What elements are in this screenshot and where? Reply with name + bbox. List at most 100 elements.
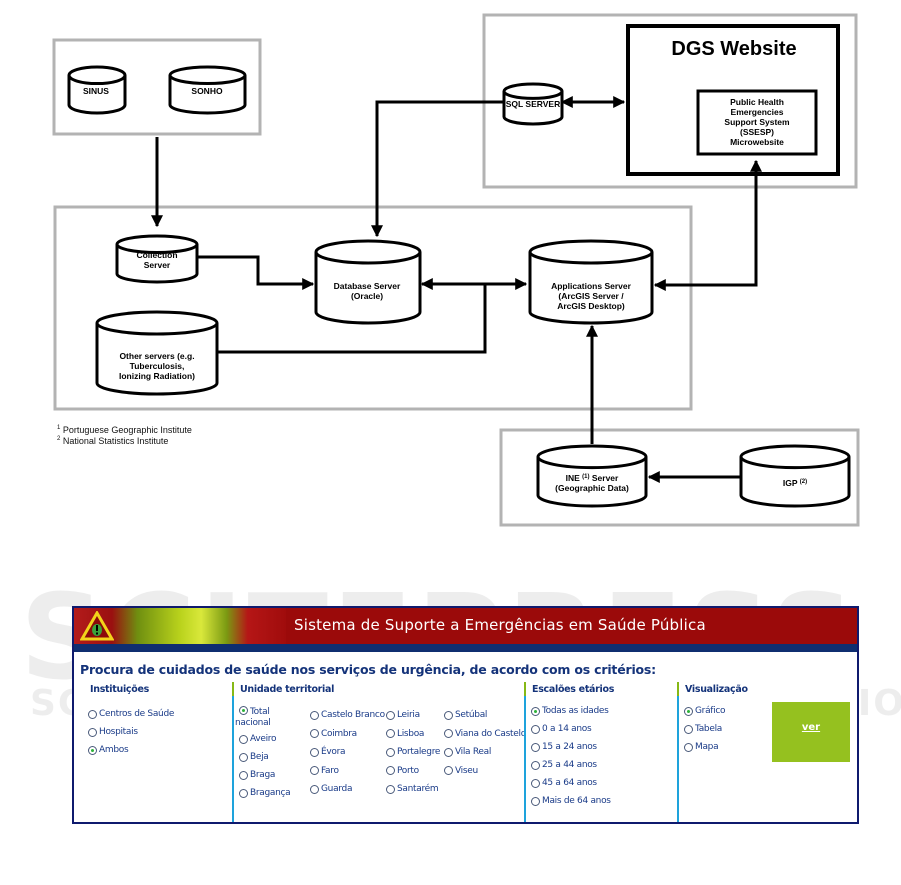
radio-district[interactable]: Faro xyxy=(310,766,339,776)
column-divider xyxy=(524,682,526,822)
radio-button[interactable] xyxy=(444,729,453,738)
app-title: Sistema de Suporte a Emergências em Saúd… xyxy=(294,616,706,634)
radio-button[interactable] xyxy=(531,760,540,770)
radio-age-group[interactable]: Mais de 64 anos xyxy=(531,796,611,806)
radio-button[interactable] xyxy=(239,706,248,715)
warning-icon xyxy=(80,611,114,641)
radio-district[interactable]: Viseu xyxy=(444,766,478,776)
radio-button[interactable] xyxy=(531,778,540,788)
radio-district[interactable]: Évora xyxy=(310,747,346,757)
other-servers-label: Ionizing Radiation) xyxy=(119,371,195,381)
applications-server-label: ArcGIS Desktop) xyxy=(557,301,625,311)
unidade-territorial-section: Unidade territorial Total nacional Aveir… xyxy=(232,682,526,822)
search-criteria-title: Procura de cuidados de saúde nos serviço… xyxy=(80,662,656,677)
igp-label: IGP (2) xyxy=(783,478,807,488)
radio-button[interactable] xyxy=(684,724,693,734)
other-servers-cylinder xyxy=(95,310,219,396)
radio-district[interactable]: Leiria xyxy=(386,710,420,720)
applications-server-cylinder xyxy=(528,239,654,325)
radio-total-nacional[interactable]: Total nacional xyxy=(235,706,271,728)
radio-button[interactable] xyxy=(444,747,453,757)
other-servers-label: Tuberculosis, xyxy=(130,361,185,371)
radio-button[interactable] xyxy=(386,729,395,738)
geo-data-group xyxy=(499,428,860,527)
other-servers-label: Other servers (e.g. xyxy=(119,351,194,361)
radio-button[interactable] xyxy=(531,742,540,752)
line-other-servers xyxy=(216,284,487,354)
sources-group xyxy=(52,38,262,136)
radio-district[interactable]: Porto xyxy=(386,766,419,776)
radio-button[interactable] xyxy=(88,745,97,755)
database-server-label: (Oracle) xyxy=(351,291,383,301)
sonho-cylinder xyxy=(168,65,247,115)
sonho-label: SONHO xyxy=(191,86,223,96)
radio-button[interactable] xyxy=(386,784,395,794)
radio-district[interactable]: Viana do Castelo xyxy=(444,729,526,739)
column-divider xyxy=(677,682,679,822)
radio-button[interactable] xyxy=(386,766,395,775)
radio-age-group[interactable]: 0 a 14 anos xyxy=(531,724,592,734)
instituicoes-section: Instituições Centros de Saúde Hospitais … xyxy=(74,682,232,822)
radio-button[interactable] xyxy=(239,770,248,780)
radio-button[interactable] xyxy=(531,724,540,734)
sinus-cylinder xyxy=(67,65,127,115)
radio-button[interactable] xyxy=(684,706,693,716)
radio-district[interactable]: Portalegre xyxy=(386,747,440,757)
microsite-line: Emergencies xyxy=(731,107,784,117)
radio-district[interactable]: Aveiro xyxy=(239,734,277,744)
radio-button[interactable] xyxy=(239,788,248,798)
radio-button[interactable] xyxy=(310,747,319,757)
radio-button[interactable] xyxy=(531,796,540,806)
arrow-collection-to-database xyxy=(198,255,315,290)
radio-district[interactable]: Guarda xyxy=(310,784,352,794)
radio-button[interactable] xyxy=(444,710,453,720)
radio-district[interactable]: Santarém xyxy=(386,784,439,794)
dgs-website-title: DGS Website xyxy=(671,38,796,60)
unidade-heading: Unidade territorial xyxy=(240,684,335,695)
ine-server-label: (Geographic Data) xyxy=(555,483,629,493)
radio-instituicao[interactable]: Centros de Saúde xyxy=(88,709,174,719)
radio-button[interactable] xyxy=(310,710,319,720)
microsite-line: Support System xyxy=(724,117,790,127)
sql-server-cylinder xyxy=(502,82,564,126)
ver-button[interactable]: ver xyxy=(772,702,850,762)
radio-visualization[interactable]: Mapa xyxy=(684,742,719,752)
radio-district[interactable]: Braga xyxy=(239,770,275,780)
radio-age-group[interactable]: Todas as idades xyxy=(531,706,609,716)
radio-button[interactable] xyxy=(386,747,395,757)
radio-button[interactable] xyxy=(239,734,248,744)
radio-district[interactable]: Castelo Branco xyxy=(310,710,385,720)
radio-instituicao[interactable]: Ambos xyxy=(88,745,129,755)
radio-district[interactable]: Bragança xyxy=(239,788,291,798)
ine-server-cylinder xyxy=(536,444,648,508)
footnote-1: 1 Portuguese Geographic Institute xyxy=(57,425,192,435)
radio-district[interactable]: Coimbra xyxy=(310,729,357,739)
radio-visualization[interactable]: Tabela xyxy=(684,724,722,734)
ssesp-microsite-box xyxy=(696,89,818,156)
radio-button[interactable] xyxy=(444,766,453,775)
arrow-sql-to-database xyxy=(371,100,504,238)
main-servers-group xyxy=(53,205,693,411)
igp-cylinder xyxy=(739,444,851,508)
radio-district[interactable]: Lisboa xyxy=(386,729,424,739)
radio-button[interactable] xyxy=(88,709,97,719)
radio-button[interactable] xyxy=(310,784,319,794)
radio-district[interactable]: Beja xyxy=(239,752,269,762)
radio-district[interactable]: Vila Real xyxy=(444,747,491,757)
radio-button[interactable] xyxy=(310,729,319,738)
radio-instituicao[interactable]: Hospitais xyxy=(88,727,138,737)
radio-button[interactable] xyxy=(684,742,693,752)
radio-age-group[interactable]: 15 a 24 anos xyxy=(531,742,597,752)
radio-button[interactable] xyxy=(531,706,540,716)
radio-visualization[interactable]: Gráfico xyxy=(684,706,726,716)
radio-age-group[interactable]: 45 a 64 anos xyxy=(531,778,597,788)
collection-server-cylinder xyxy=(115,234,199,284)
collection-server-label: Collection xyxy=(136,250,177,260)
radio-button[interactable] xyxy=(386,710,395,720)
radio-age-group[interactable]: 25 a 44 anos xyxy=(531,760,597,770)
radio-button[interactable] xyxy=(88,727,97,737)
radio-button[interactable] xyxy=(239,752,248,762)
radio-button[interactable] xyxy=(310,766,319,775)
radio-district[interactable]: Setúbal xyxy=(444,710,487,720)
